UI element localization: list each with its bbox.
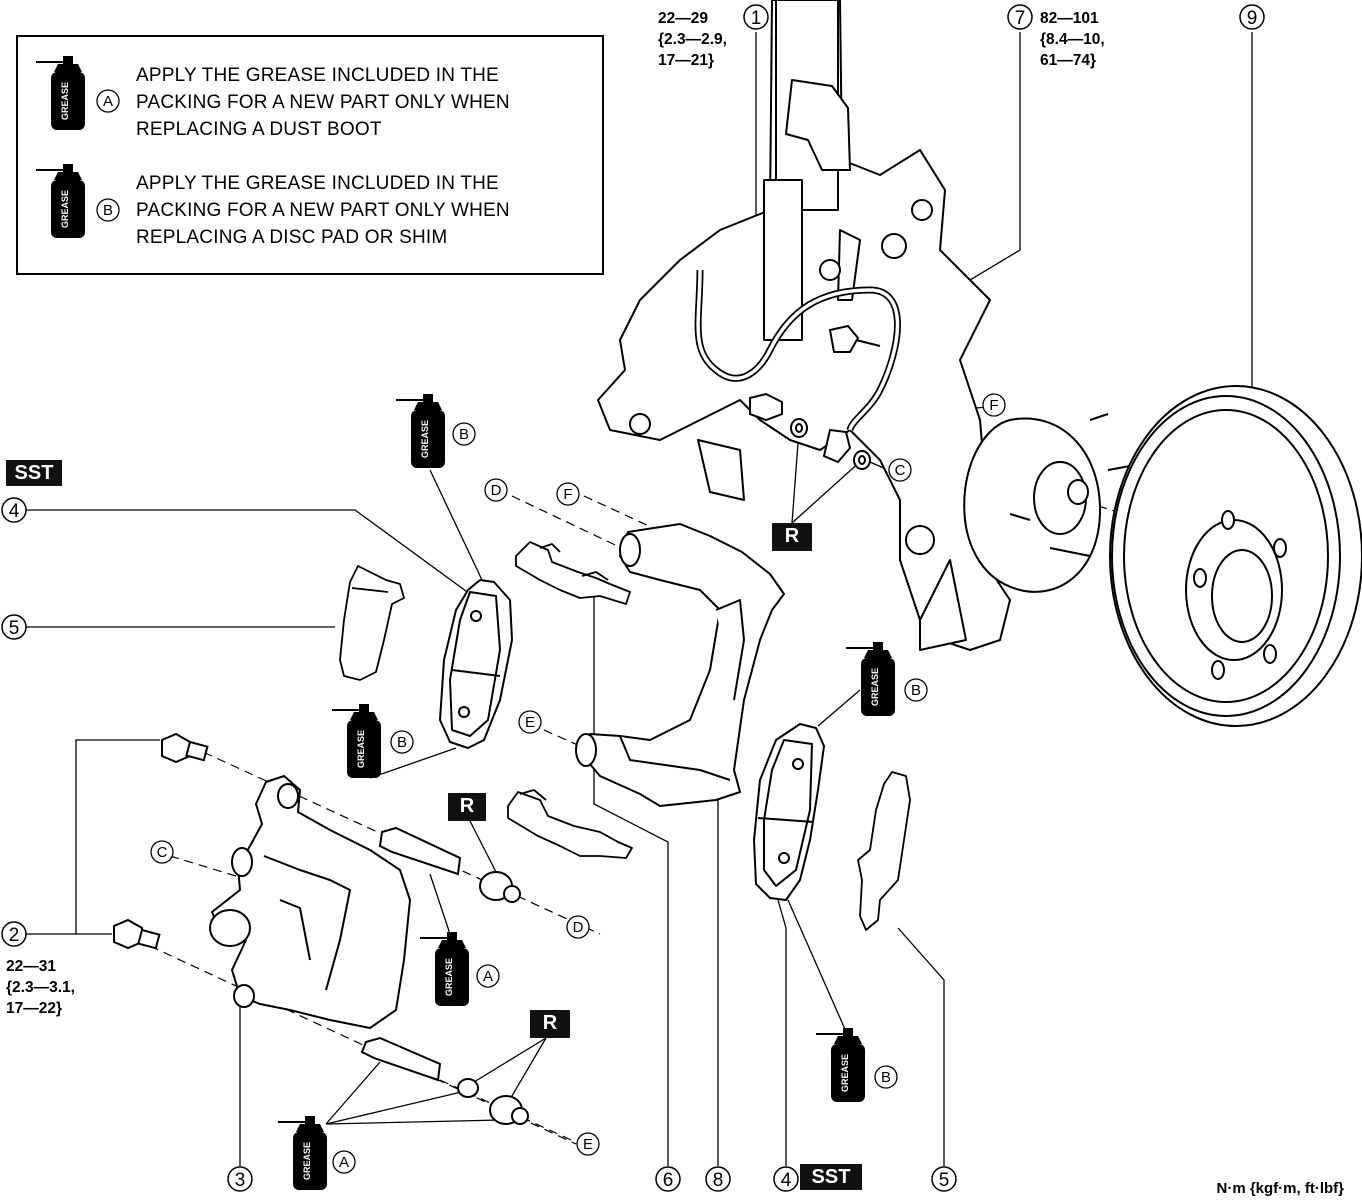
- replace-tag-boot-upper: R: [448, 793, 486, 821]
- marker-d-upper: D: [484, 478, 508, 502]
- svg-text:F: F: [989, 397, 998, 414]
- bolt-and-washers: [749, 324, 881, 470]
- guide-pin-lower: [360, 1036, 442, 1082]
- unit-label: N·m {kgf·m, ft·lbf}: [1216, 1180, 1345, 1197]
- svg-text:4: 4: [9, 501, 20, 522]
- guide-pin-upper: [378, 826, 462, 876]
- disc-pad-outer: [753, 723, 825, 901]
- marker-b-2: B: [390, 730, 414, 754]
- svg-text:E: E: [525, 714, 535, 731]
- marker-e-caliper: E: [576, 1132, 600, 1156]
- pad-clip-lower: [507, 789, 633, 859]
- callout-1: 1: [743, 4, 769, 30]
- torque-spec-1: 22—29{2.3—2.9,17—21}: [658, 10, 727, 69]
- dust-boot-upper: [479, 871, 521, 903]
- callout-4-lower: 4: [773, 1166, 799, 1192]
- callout-5-lower: 5: [931, 1166, 957, 1192]
- legend-marker-a: A: [96, 89, 120, 113]
- marker-a-2: A: [332, 1150, 356, 1174]
- svg-text:C: C: [157, 844, 168, 861]
- legend-a-text: APPLY THE GREASE INCLUDED IN THE PACKING…: [136, 65, 510, 140]
- callout-3: 3: [227, 1166, 253, 1192]
- replace-tag-knuckle: R: [772, 523, 812, 551]
- grease-icon-b1: [395, 393, 446, 469]
- shim-inner: [339, 565, 405, 681]
- legend-marker-b: B: [96, 198, 120, 222]
- sst-tag-top: SST: [6, 460, 62, 486]
- callout-7: 7: [1007, 4, 1033, 30]
- svg-text:2: 2: [9, 925, 20, 946]
- pin-bushing: [457, 1078, 479, 1098]
- caliper-body: [209, 775, 411, 1029]
- caliper-bracket: [575, 523, 785, 807]
- svg-text:5: 5: [939, 1170, 950, 1191]
- caliper-bolt-upper: [161, 732, 209, 764]
- legend-b-grease-icon: [35, 163, 86, 239]
- marker-a-1: A: [476, 964, 500, 988]
- marker-b-3: B: [904, 678, 928, 702]
- marker-f-knuckle: F: [982, 393, 1006, 417]
- disc-pad-inner: [439, 579, 513, 749]
- pad-clip-upper: [515, 541, 631, 605]
- svg-text:A: A: [103, 93, 113, 110]
- caliper-bolt-lower: [113, 918, 161, 950]
- svg-text:B: B: [881, 1069, 891, 1086]
- svg-text:7: 7: [1015, 8, 1026, 29]
- grease-icon-b4: [815, 1027, 866, 1103]
- dust-boot-lower: [489, 1095, 529, 1125]
- callout-5-upper: 5: [1, 614, 27, 640]
- sst-tag-bottom: SST: [800, 1164, 862, 1190]
- svg-text:B: B: [103, 202, 113, 219]
- grease-icon-a1: [419, 931, 470, 1007]
- svg-text:A: A: [483, 968, 493, 985]
- svg-text:B: B: [459, 426, 469, 443]
- svg-text:E: E: [583, 1136, 593, 1153]
- callout-6: 6: [655, 1166, 681, 1192]
- svg-text:4: 4: [781, 1170, 792, 1191]
- torque-spec-7: 82—101{8.4—10,61—74}: [1040, 10, 1105, 69]
- svg-text:5: 5: [9, 618, 20, 639]
- brake-disc: [1109, 385, 1362, 727]
- wheel-hub: [963, 413, 1131, 593]
- marker-c-knuckle: C: [888, 458, 912, 482]
- svg-text:D: D: [573, 919, 584, 936]
- leader-lines: [26, 32, 1253, 1166]
- grease-icon-b3: [845, 641, 896, 717]
- marker-b-1: B: [452, 422, 476, 446]
- callout-2: 2: [1, 921, 27, 947]
- marker-b-4: B: [874, 1065, 898, 1089]
- torque-spec-2: 22—31{2.3—3.1,17—22}: [6, 958, 75, 1017]
- marker-c-caliper: C: [150, 840, 174, 864]
- shim-outer: [857, 771, 911, 931]
- marker-f-bracket: F: [556, 482, 580, 506]
- svg-text:C: C: [895, 462, 906, 479]
- legend-a-grease-icon: [35, 55, 86, 131]
- svg-text:8: 8: [713, 1170, 724, 1191]
- callout-4-upper: 4: [1, 497, 27, 523]
- svg-text:A: A: [339, 1154, 349, 1171]
- callout-8: 8: [705, 1166, 731, 1192]
- grease-icon-b2: [331, 703, 382, 779]
- callout-9: 9: [1239, 4, 1265, 30]
- replace-tag-boot-lower: R: [530, 1010, 570, 1038]
- svg-text:9: 9: [1247, 8, 1258, 29]
- grease-icon-a2: [277, 1115, 328, 1191]
- svg-text:3: 3: [235, 1170, 246, 1191]
- svg-text:1: 1: [751, 8, 762, 29]
- svg-text:B: B: [397, 734, 407, 751]
- svg-text:F: F: [563, 486, 572, 503]
- svg-text:D: D: [491, 482, 502, 499]
- legend-b-text: APPLY THE GREASE INCLUDED IN THE PACKING…: [136, 173, 510, 248]
- grease-legend-box: [16, 35, 604, 275]
- svg-text:B: B: [911, 682, 921, 699]
- marker-e-bracket: E: [518, 710, 542, 734]
- svg-text:6: 6: [663, 1170, 674, 1191]
- marker-d-lower: D: [566, 915, 590, 939]
